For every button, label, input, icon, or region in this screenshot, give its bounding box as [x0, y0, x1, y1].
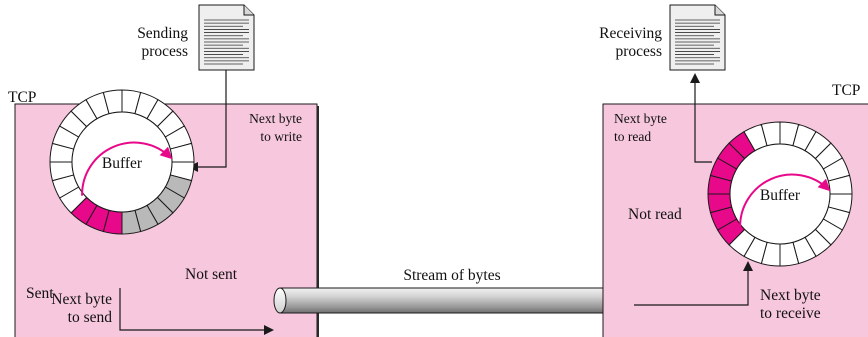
next-byte-to-receive-label-2: to receive	[760, 305, 821, 322]
next-byte-to-write-label-2: to write	[260, 129, 302, 144]
next-byte-to-send-line	[119, 288, 274, 335]
stream-of-bytes-label: Stream of bytes	[403, 267, 500, 284]
receiver-buffer-label: Buffer	[760, 187, 801, 204]
receiver-buffer-inner	[729, 143, 831, 245]
sending-process-label-2: process	[142, 43, 189, 60]
receiver-circular-buffer	[707, 121, 853, 267]
next-byte-to-write-label-1: Next byte	[249, 111, 302, 126]
sending-process-document-icon	[198, 4, 255, 71]
sender-buffer-label: Buffer	[102, 155, 143, 172]
receiving-process-label-2: process	[616, 43, 663, 60]
not-sent-label: Not sent	[185, 266, 238, 283]
next-byte-to-read-label-2: to read	[614, 129, 651, 144]
next-byte-to-send-label-2: to send	[68, 309, 113, 326]
not-read-label: Not read	[628, 206, 682, 223]
sender-tcp-label: TCP	[8, 89, 36, 106]
next-byte-to-receive-line	[634, 261, 753, 306]
next-byte-to-read-arrow	[690, 73, 712, 163]
byte-stream-pipe	[273, 287, 635, 314]
receiving-process-document-icon	[669, 4, 726, 71]
sender-circular-buffer	[49, 89, 195, 235]
next-byte-to-read-label-1: Next byte	[614, 111, 667, 126]
receiving-process-label-1: Receiving	[599, 25, 662, 42]
sender-buffer-inner	[71, 111, 173, 213]
receiver-tcp-label: TCP	[832, 82, 860, 99]
sending-process-label-1: Sending	[137, 25, 188, 42]
sent-label: Sent	[26, 285, 54, 302]
sender-rotation-arrow	[81, 141, 173, 196]
receiver-rotation-arrow	[739, 173, 831, 228]
next-byte-to-receive-label-1: Next byte	[760, 287, 821, 304]
next-byte-to-send-label-1: Next byte	[51, 291, 112, 308]
next-byte-to-write-arrow	[188, 70, 227, 172]
